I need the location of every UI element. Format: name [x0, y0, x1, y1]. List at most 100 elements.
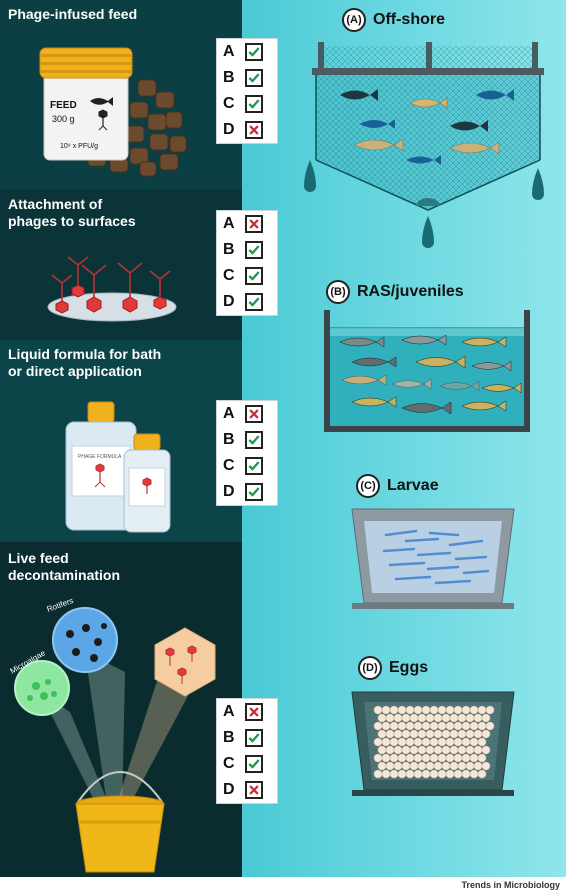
- label-larvae: (C) Larvae: [356, 474, 439, 498]
- egg: [389, 721, 399, 731]
- phage-hexagon: [154, 627, 216, 697]
- egg: [429, 769, 439, 779]
- egg: [481, 729, 491, 739]
- egg: [421, 737, 431, 747]
- egg: [477, 769, 487, 779]
- row-letter: B: [223, 431, 235, 448]
- egg: [477, 737, 487, 747]
- panel-live-feed: Live feed decontamination Rotifers Micro…: [0, 542, 242, 877]
- egg: [429, 721, 439, 731]
- egg: [425, 729, 435, 739]
- check-row: C: [217, 91, 277, 117]
- check-row: A: [217, 211, 277, 237]
- check-icon: [245, 241, 263, 259]
- egg: [381, 737, 391, 747]
- check-row: D: [217, 289, 277, 315]
- egg: [389, 705, 399, 715]
- row-letter: D: [223, 293, 235, 310]
- egg: [457, 761, 467, 771]
- egg: [445, 753, 455, 763]
- row-letter: C: [223, 267, 235, 284]
- row-letter: A: [223, 703, 235, 720]
- jar-dose: 10⁹ x PFU/g: [60, 143, 98, 150]
- check-row: D: [217, 479, 277, 505]
- egg: [393, 761, 403, 771]
- egg: [397, 705, 407, 715]
- label-text: Eggs: [389, 659, 429, 676]
- egg: [417, 745, 427, 755]
- jar-weight: 300 g: [52, 114, 75, 124]
- egg: [397, 721, 407, 731]
- egg: [421, 721, 431, 731]
- check-row: B: [217, 427, 277, 453]
- egg: [413, 705, 423, 715]
- cross-icon: [245, 121, 263, 139]
- panel-title-line: decontamination: [8, 567, 121, 583]
- egg: [465, 713, 475, 723]
- panel-title: Attachment of phages to surfaces: [8, 196, 136, 230]
- egg: [469, 721, 479, 731]
- egg: [373, 721, 383, 731]
- egg: [385, 745, 395, 755]
- check-row: B: [217, 65, 277, 91]
- cross-icon: [245, 405, 263, 423]
- egg: [465, 729, 475, 739]
- offshore-net-illustration: [304, 42, 544, 248]
- egg: [433, 729, 443, 739]
- egg: [457, 745, 467, 755]
- egg: [449, 761, 459, 771]
- egg: [397, 753, 407, 763]
- egg: [457, 729, 467, 739]
- egg: [473, 745, 483, 755]
- egg: [445, 721, 455, 731]
- egg: [433, 745, 443, 755]
- egg: [413, 721, 423, 731]
- check-icon: [245, 755, 263, 773]
- egg: [385, 761, 395, 771]
- egg: [421, 753, 431, 763]
- egg: [377, 729, 387, 739]
- egg: [473, 761, 483, 771]
- egg: [393, 729, 403, 739]
- egg: [481, 761, 491, 771]
- egg: [385, 713, 395, 723]
- egg: [373, 737, 383, 747]
- larvae-tray-illustration: [351, 508, 515, 609]
- bucket-icon: [75, 771, 165, 873]
- egg: [437, 721, 447, 731]
- egg: [409, 713, 419, 723]
- egg: [429, 705, 439, 715]
- phage-icon: [98, 109, 108, 131]
- egg: [445, 705, 455, 715]
- egg: [445, 737, 455, 747]
- egg: [421, 705, 431, 715]
- row-letter: D: [223, 483, 235, 500]
- label-text: RAS/juveniles: [357, 283, 464, 300]
- egg: [413, 737, 423, 747]
- check-icon: [245, 69, 263, 87]
- egg: [461, 705, 471, 715]
- checklist-live-feed: A B C D: [216, 698, 278, 804]
- egg: [441, 729, 451, 739]
- egg: [409, 761, 419, 771]
- panel-phage-infused-feed: Phage-infused feed: [0, 0, 242, 190]
- egg: [449, 713, 459, 723]
- microalgae-bubble: [14, 660, 70, 716]
- row-letter: B: [223, 729, 235, 746]
- feed-pellets: [87, 79, 187, 177]
- row-letter: D: [223, 121, 235, 138]
- row-letter: B: [223, 69, 235, 86]
- egg: [469, 737, 479, 747]
- row-letter: C: [223, 457, 235, 474]
- egg: [389, 769, 399, 779]
- egg: [425, 745, 435, 755]
- egg: [405, 705, 415, 715]
- egg: [421, 769, 431, 779]
- egg: [413, 769, 423, 779]
- egg: [481, 745, 491, 755]
- egg: [381, 721, 391, 731]
- fish-school: [340, 89, 514, 165]
- egg: [405, 753, 415, 763]
- egg: [401, 713, 411, 723]
- label-text: Larvae: [387, 477, 439, 494]
